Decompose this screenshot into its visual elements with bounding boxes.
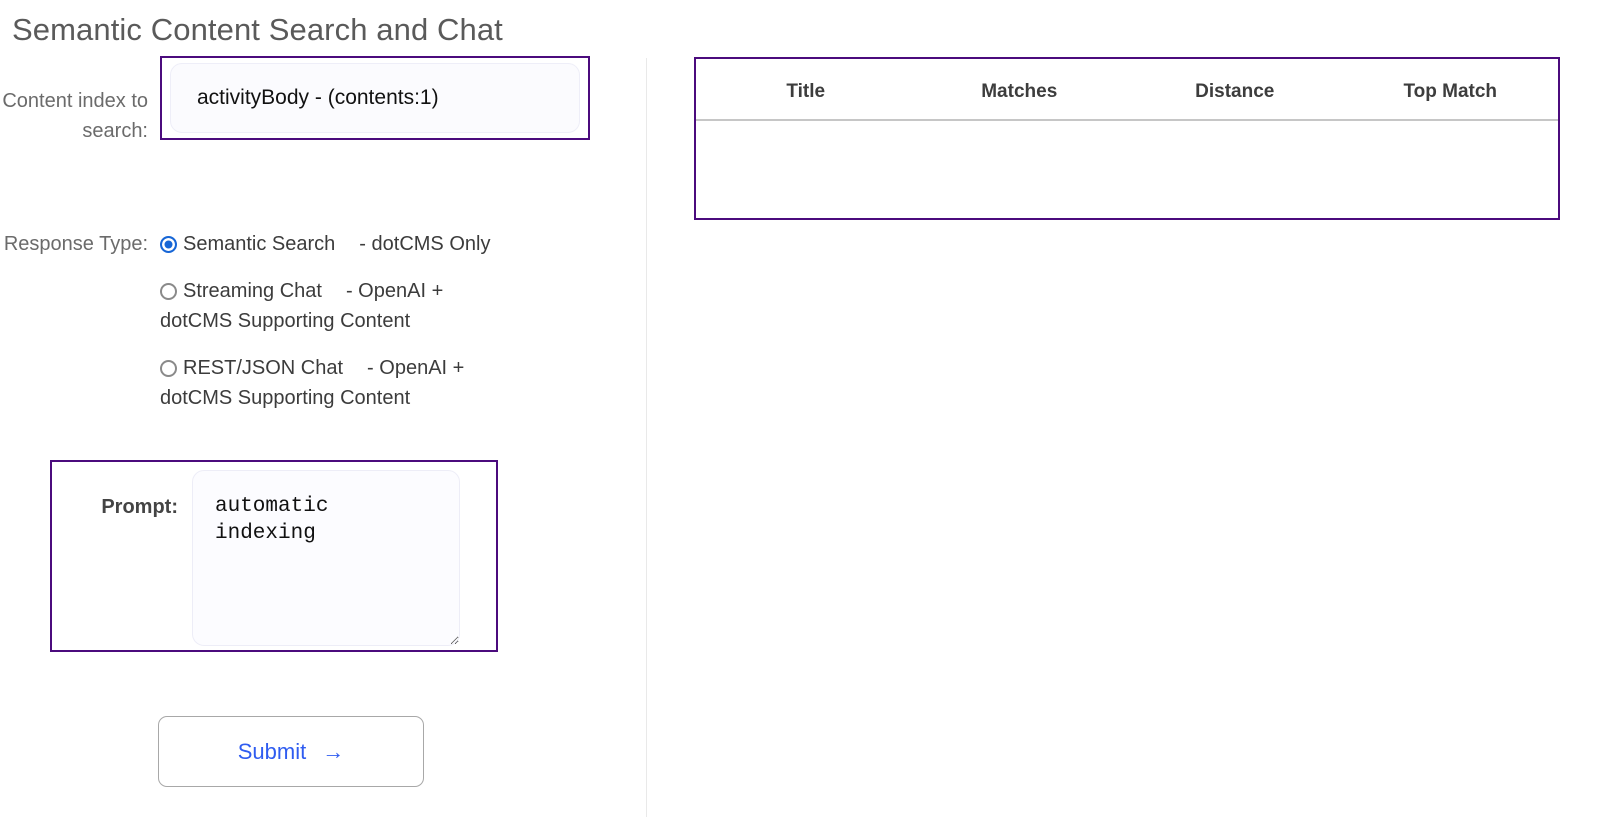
content-index-select[interactable]: activityBody - (contents:1) [170, 63, 580, 133]
search-form-pane: Content index to search: activityBody - … [0, 56, 640, 817]
prompt-label: Prompt: [101, 496, 178, 518]
submit-button[interactable]: Submit → [158, 716, 424, 787]
radio-dot-icon-semantic-search[interactable] [160, 236, 177, 253]
submit-button-label: Submit [237, 738, 307, 764]
results-table-empty-row [696, 120, 1558, 189]
prompt-textarea[interactable]: automatic indexing [192, 470, 460, 646]
results-empty-cell [696, 120, 1558, 189]
results-table: Title Matches Distance Top Match [696, 75, 1558, 189]
content-index-select-wrapper: activityBody - (contents:1) [160, 56, 590, 140]
column-header-top-match[interactable]: Top Match [1342, 75, 1558, 121]
prompt-row: Prompt: automatic indexing [50, 460, 498, 652]
pane-divider [646, 58, 647, 817]
results-table-body [696, 120, 1558, 189]
radio-option-streaming-chat[interactable]: Streaming Chat- OpenAI + dotCMS Supporti… [160, 276, 520, 336]
results-table-header-row: Title Matches Distance Top Match [696, 75, 1558, 121]
radio-label-streaming-chat: Streaming Chat [183, 280, 322, 302]
radio-desc-semantic-search: - dotCMS Only [359, 233, 491, 255]
radio-option-rest-json-chat[interactable]: REST/JSON Chat- OpenAI + dotCMS Supporti… [160, 353, 520, 413]
radio-desc-streaming-chat: - OpenAI + dotCMS Supporting Content [160, 280, 444, 332]
arrow-right-icon: → [322, 738, 345, 764]
radio-option-semantic-search[interactable]: Semantic Search - dotCMS Only [160, 229, 520, 259]
radio-desc-rest-json-chat: - OpenAI + dotCMS Supporting Content [160, 357, 465, 409]
column-header-distance[interactable]: Distance [1127, 75, 1343, 121]
column-header-matches[interactable]: Matches [911, 75, 1127, 121]
column-header-title[interactable]: Title [696, 75, 912, 121]
response-type-label: Response Type: [3, 233, 148, 255]
content-index-label: Content index to search: [2, 90, 148, 142]
results-panel: Title Matches Distance Top Match [694, 57, 1560, 220]
radio-label-semantic-search: Semantic Search [183, 233, 336, 255]
content-index-row: Content index to search: activityBody - … [0, 56, 625, 146]
radio-dot-icon-streaming-chat[interactable] [160, 283, 177, 300]
results-table-head: Title Matches Distance Top Match [696, 75, 1558, 121]
response-type-row: Response Type: Semantic Search - dotCMS O… [0, 220, 625, 413]
radio-dot-icon-rest-json-chat[interactable] [160, 360, 177, 377]
response-type-radio-group: Semantic Search - dotCMS Only Streaming C… [160, 220, 520, 413]
radio-label-rest-json-chat: REST/JSON Chat [183, 357, 344, 379]
page-title: Semantic Content Search and Chat [12, 12, 503, 47]
